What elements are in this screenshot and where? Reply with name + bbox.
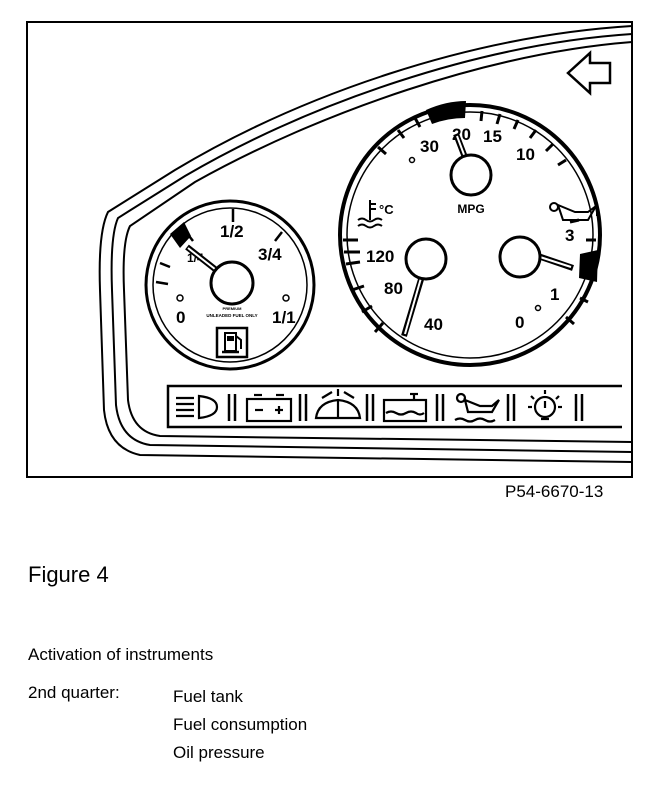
- headlight-icon: [176, 394, 219, 420]
- oil-can-icon: [549, 202, 598, 221]
- quarter-label: 2nd quarter:: [28, 683, 120, 702]
- mpg-tick-15: 15: [483, 127, 502, 146]
- figure-title: Figure 4: [28, 562, 109, 587]
- caption: Activation of instruments: [28, 645, 214, 664]
- instrument-cluster-diagram: 0 1/4 1/2 3/4 1/1 PREMIUM UNLEADED FUEL …: [26, 21, 633, 478]
- quarter-item-fuel-consumption: Fuel consumption: [173, 715, 308, 734]
- quarter-items: Fuel tank Fuel consumption Oil pressure: [173, 683, 307, 767]
- arrow-left-icon: [566, 50, 612, 96]
- dashboard-contour: [98, 25, 633, 463]
- warning-strip: [166, 384, 622, 429]
- battery-icon: [245, 393, 293, 423]
- frame: [26, 21, 633, 478]
- mpg-unit: MPG: [457, 202, 484, 216]
- fuel-tick-3-4: 3/4: [258, 245, 282, 264]
- mpg-gauge-ticks: [377, 110, 567, 167]
- oil-tick-0: 0: [515, 313, 524, 332]
- coolant-level-icon: [382, 392, 428, 423]
- coolant-temperature-icon: [357, 200, 383, 229]
- fuel-unleaded-text: UNLEADED FUEL ONLY: [206, 313, 257, 318]
- mpg-reserve-zone: [426, 101, 466, 124]
- fuel-tick-1-1: 1/1: [272, 308, 296, 327]
- washer-fluid-icon: [314, 389, 362, 420]
- oil-tick-3: 3: [565, 226, 574, 245]
- temp-hub: [404, 237, 448, 281]
- fuel-premium-text: PREMIUM: [223, 306, 243, 311]
- temp-tick-80: 80: [384, 279, 403, 298]
- temp-tick-120: 120: [366, 247, 394, 266]
- fuel-tick-0: 0: [176, 308, 185, 327]
- fuel-reserve-zone: [170, 222, 191, 248]
- oil-hub: [498, 235, 542, 279]
- figure-reference: P54-6670-13: [505, 482, 604, 501]
- mpg-tick-30: 30: [420, 137, 439, 156]
- mpg-tick-10: 10: [516, 145, 535, 164]
- temp-gauge-ticks: [343, 238, 385, 333]
- fuel-tick-1-2: 1/2: [220, 222, 244, 241]
- mpg-hub: [449, 153, 493, 197]
- oil-level-icon: [454, 392, 500, 423]
- bulb-failure-icon: [528, 390, 562, 421]
- fuel-gauge: 0 1/4 1/2 3/4 1/1 PREMIUM UNLEADED FUEL …: [144, 199, 316, 371]
- quarter-item-oil-pressure: Oil pressure: [173, 743, 265, 762]
- fuel-pump-icon: [215, 326, 249, 359]
- main-gauge: 30 20 15 10 MPG °C 120 80 40: [338, 101, 602, 367]
- temp-unit: °C: [379, 202, 394, 217]
- quarter-item-fuel-tank: Fuel tank: [173, 687, 243, 706]
- temp-tick-40: 40: [424, 315, 443, 334]
- oil-tick-1: 1: [550, 285, 559, 304]
- oil-low-zone: [579, 250, 598, 282]
- fuel-hub: [209, 260, 255, 306]
